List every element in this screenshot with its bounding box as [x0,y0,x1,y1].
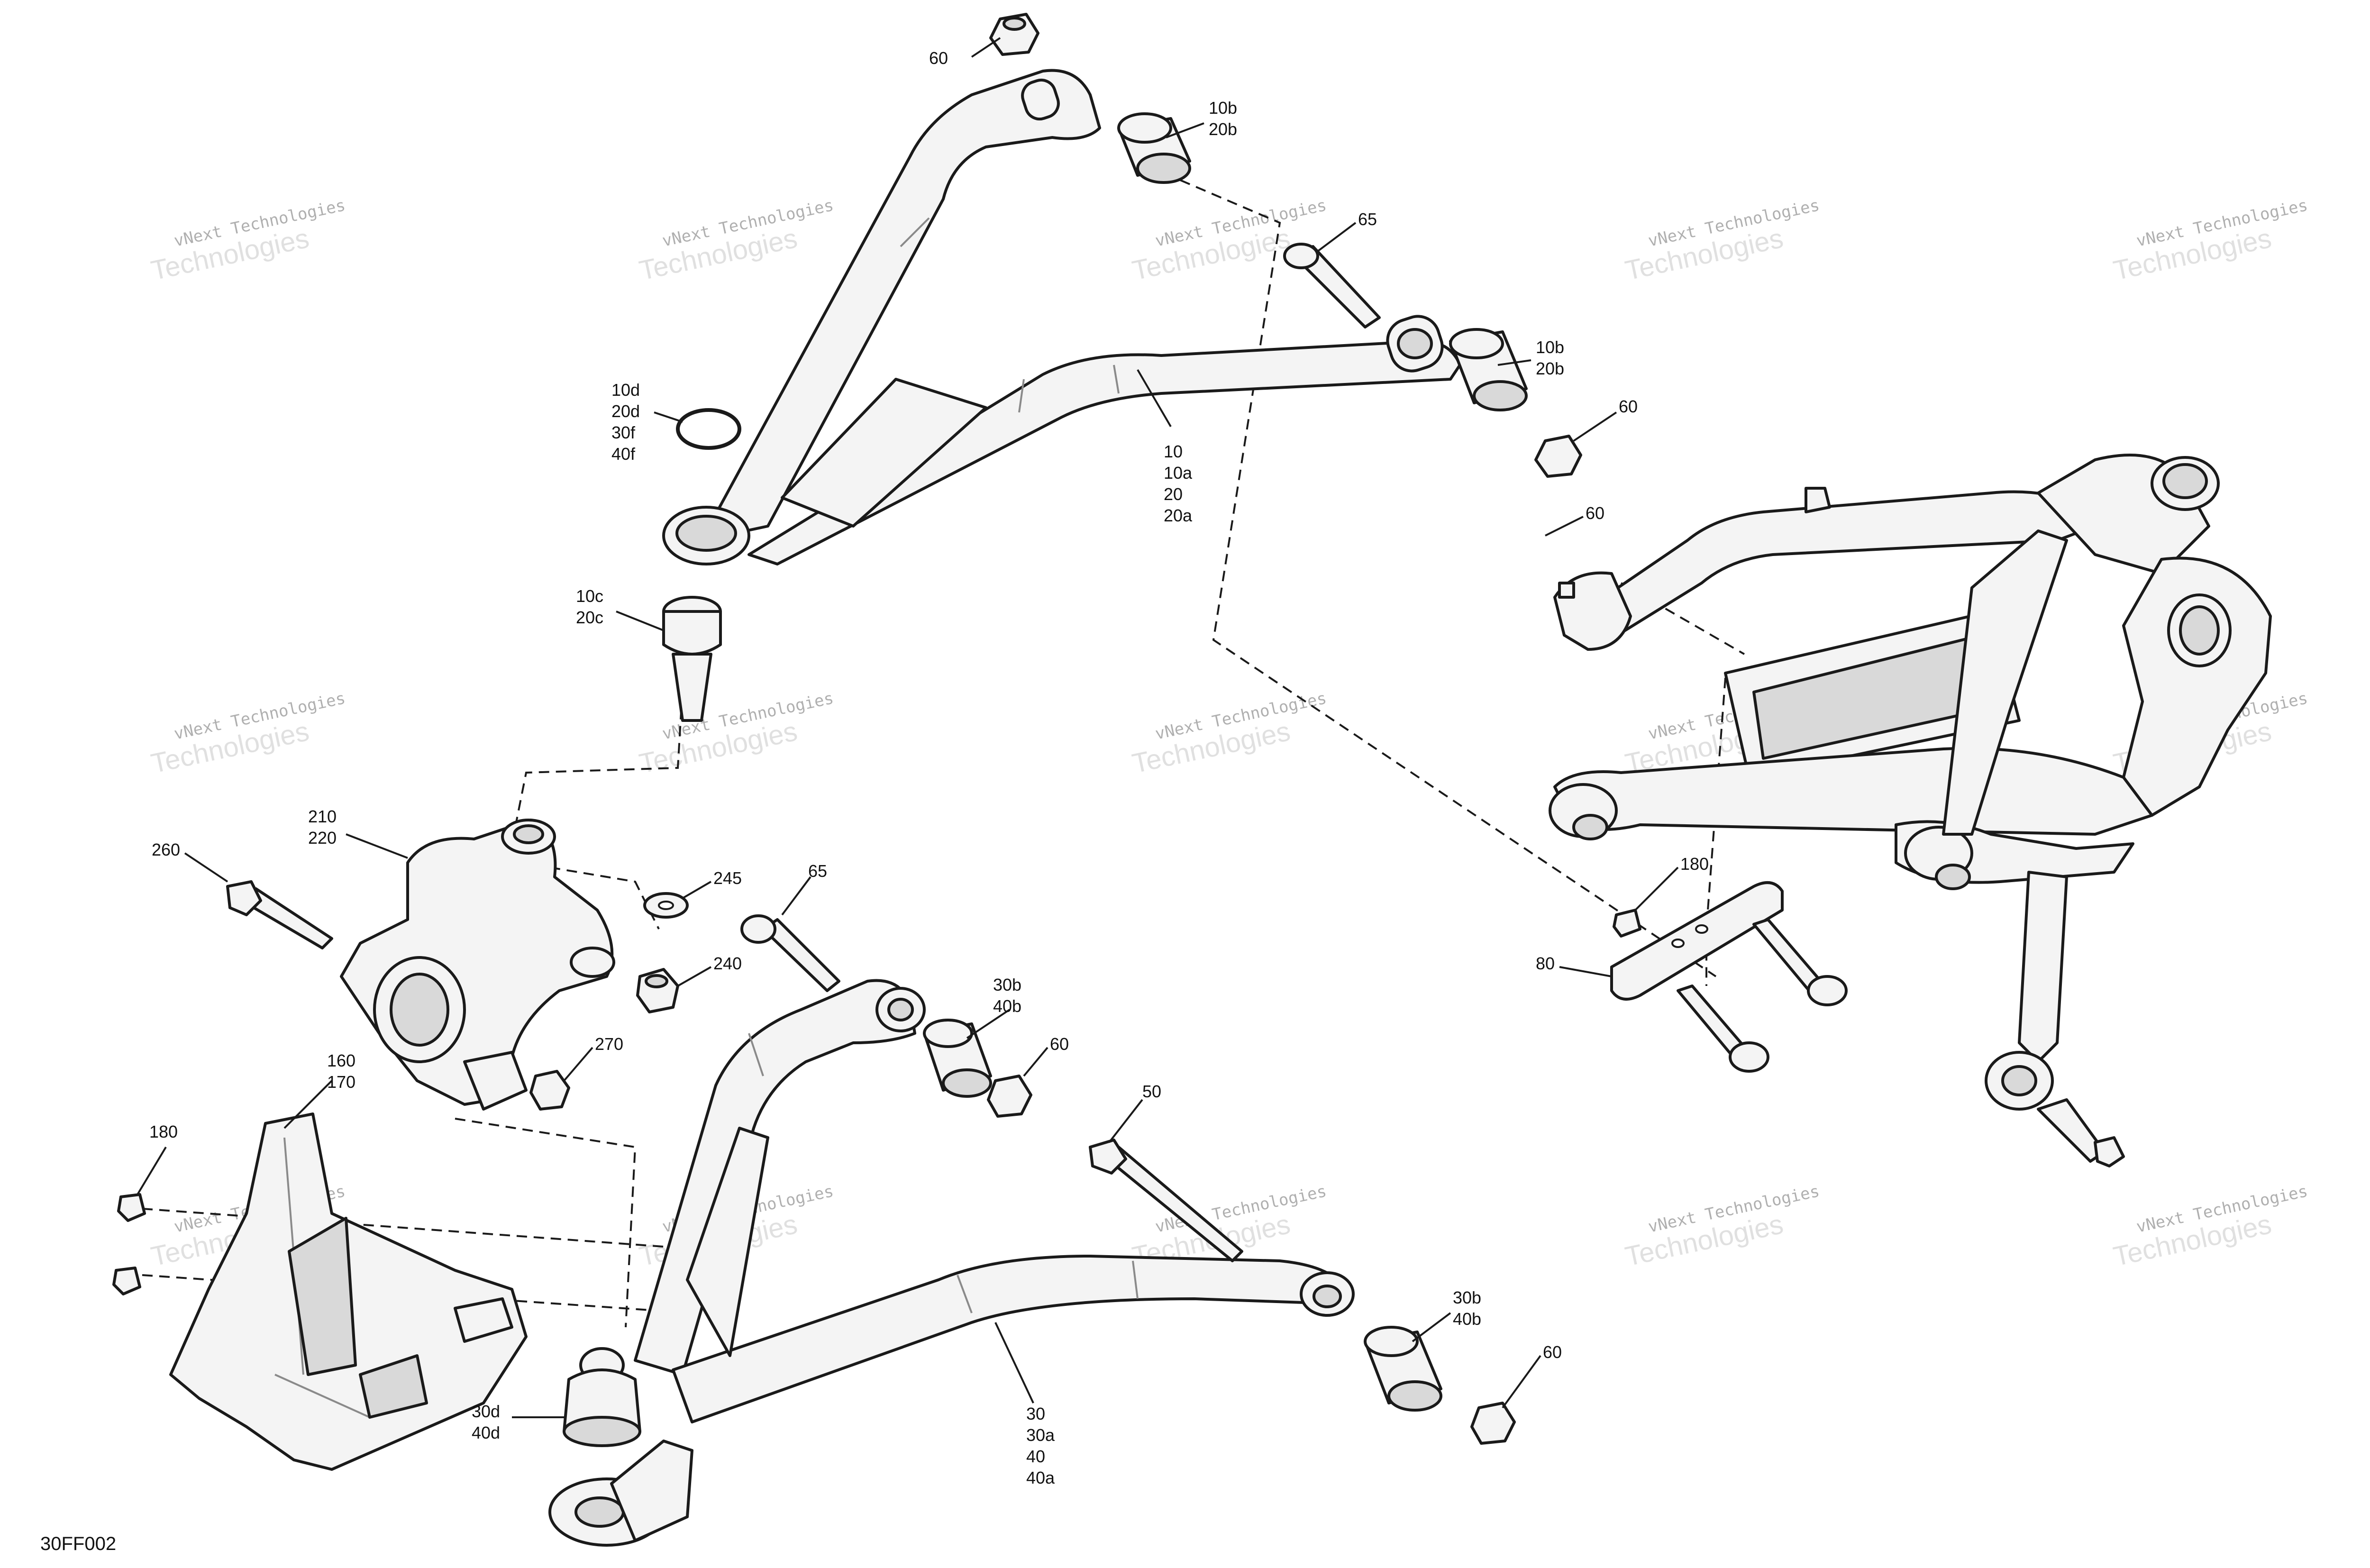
bolt-mid [740,914,840,992]
nut-top [989,13,1039,56]
watermark: vNext Technologies Technologies [1623,1182,1821,1272]
callout-180: 180 [1680,854,1709,874]
callout-30: 30 [1026,1404,1045,1423]
callout-80: 80 [1536,954,1555,973]
bolt-top [1283,243,1381,328]
callout-30b: 30b [1453,1288,1481,1307]
circlip [676,408,741,450]
callout-10: 10 [1164,442,1183,461]
callout-220: 220 [308,828,337,848]
lower-a-arm [548,979,1355,1547]
callout-40: 40 [1026,1447,1045,1466]
watermark: vNext Technologies Technologies [2111,196,2309,286]
figure-id: 30FF002 [40,1533,116,1554]
washer-245 [643,892,689,919]
upper-ball-joint [662,596,722,722]
nut-mid [1534,435,1582,478]
callout-170: 170 [327,1072,356,1092]
callout-40d: 40d [472,1423,500,1442]
skid-plate [169,1112,528,1471]
watermark: vNext Technologies Technologies [1130,689,1328,779]
assembly-line [511,606,688,844]
watermark: vNext Technologies Technologies [1130,196,1328,286]
assembly-line [142,1208,664,1248]
watermark: vNext Technologies Technologies [148,689,347,779]
nut-270 [529,1070,570,1111]
bolt-180-left [112,1193,146,1295]
steering-knuckle [340,819,615,1111]
callout-10d: 10d [611,380,640,400]
assembly-line [1180,179,1717,977]
bushing-top [1117,112,1191,184]
watermark: vNext Technologies Technologies [637,689,835,779]
callout-40b: 40b [993,996,1021,1016]
callout-30d: 30d [472,1402,500,1421]
callout-65: 65 [1358,210,1377,229]
watermark: vNext Technologies Technologies [637,196,835,286]
callout-20d: 20d [611,401,640,421]
lower-ball-joint [563,1347,641,1447]
callout-20c: 20c [576,608,603,627]
callout-20: 20 [1164,484,1183,504]
callout-10c: 10c [576,586,603,606]
callout-60: 60 [1619,397,1638,416]
callout-60: 60 [1050,1034,1069,1054]
nut-240 [636,968,679,1013]
callout-60: 60 [1586,503,1604,523]
callout-240: 240 [713,954,742,973]
callout-50: 50 [1142,1082,1161,1101]
callout-210: 210 [308,807,337,826]
callout-10b: 10b [1536,337,1564,357]
watermark: vNext Technologies Technologies [2111,1182,2309,1272]
bolt-260 [226,880,333,949]
watermark: vNext Technologies Technologies [148,196,347,286]
nut-lower-bot [1470,1402,1516,1445]
callout-10b: 10b [1209,98,1237,118]
bushing-mid [1449,328,1528,411]
callout-160: 160 [327,1051,356,1070]
callout-180: 180 [149,1122,178,1141]
leader-lines [137,37,1679,1418]
callout-270: 270 [595,1034,623,1054]
upper-a-arm [662,69,1461,565]
callout-60: 60 [929,48,948,68]
callout-20b: 20b [1536,359,1564,378]
callout-40f: 40f [611,444,636,464]
callout-labels: 60 10b 20b 65 10b 20b 60 10d 20d 30f 40f… [149,48,1709,1487]
bushing-lower-top [923,1019,992,1098]
bolt-50 [1089,1139,1243,1262]
callout-40a: 40a [1026,1468,1055,1487]
callout-60: 60 [1543,1342,1562,1362]
callout-65: 65 [808,861,827,881]
callout-260: 260 [152,840,180,859]
callout-245: 245 [713,868,742,888]
callout-10a: 10a [1164,463,1193,483]
callout-30a: 30a [1026,1425,1055,1445]
callout-20a: 20a [1164,506,1193,525]
watermark: vNext Technologies Technologies [1623,196,1821,286]
assembled-suspension-view [1549,454,2272,1167]
nut-lower-top [987,1075,1032,1118]
callout-30b: 30b [993,975,1021,994]
callout-40b: 40b [1453,1309,1481,1329]
bushing-lower-bot [1364,1326,1442,1412]
callout-20b: 20b [1209,119,1237,139]
callout-30f: 30f [611,423,636,442]
assembly-line [455,1118,637,1328]
mounting-plate-80 [1610,881,1848,1073]
